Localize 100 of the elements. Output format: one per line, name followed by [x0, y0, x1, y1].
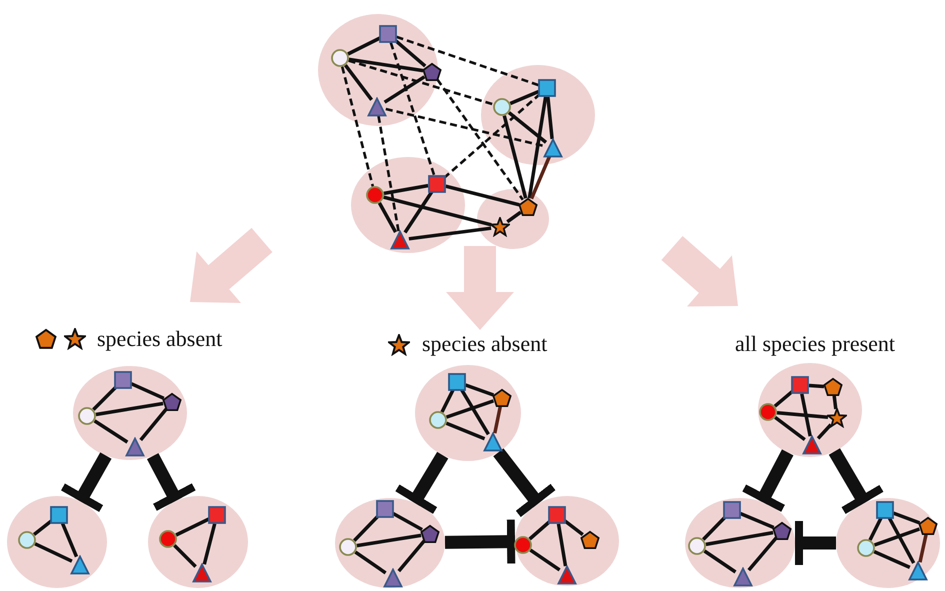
triangle-node — [125, 437, 145, 457]
network-link — [344, 64, 373, 101]
circle-node — [365, 185, 385, 205]
triangle-node — [908, 561, 928, 581]
network-link — [774, 416, 806, 441]
network-link — [546, 96, 554, 140]
square-node — [447, 372, 467, 392]
network-link — [353, 514, 380, 542]
square-node — [875, 500, 895, 520]
triangle-node — [733, 567, 753, 587]
network-link — [173, 544, 197, 568]
network-link — [502, 115, 528, 199]
network-link — [384, 184, 428, 196]
dashed-link — [442, 92, 542, 180]
dashed-link — [386, 108, 544, 148]
circle-node — [687, 536, 707, 556]
circle-node — [158, 529, 178, 549]
square-node — [537, 78, 557, 98]
network-link — [508, 111, 548, 144]
star-node — [490, 217, 510, 237]
network-link — [440, 389, 455, 413]
triangle-node — [192, 563, 212, 583]
network-link — [94, 419, 128, 444]
network-link — [445, 184, 520, 206]
network-link — [446, 422, 486, 440]
panel-heading: species absent — [97, 326, 222, 352]
circle-node — [338, 537, 358, 557]
network-link — [460, 388, 490, 436]
square-node — [375, 499, 395, 519]
network-link — [892, 511, 920, 525]
dashed-link — [390, 42, 436, 176]
network-link — [348, 58, 424, 72]
network-link — [808, 384, 824, 388]
triangle-node — [543, 138, 563, 158]
dashed-link — [348, 59, 494, 106]
circle-node — [856, 538, 876, 558]
square-node — [49, 505, 69, 525]
network-link — [506, 210, 522, 224]
network-link — [704, 550, 736, 574]
network-link — [832, 396, 838, 410]
network-link — [347, 36, 381, 56]
circle-node — [330, 48, 350, 68]
pentagon-node — [162, 392, 182, 412]
network-link — [493, 406, 502, 434]
pentagon-node — [823, 377, 843, 397]
network-link — [918, 534, 928, 563]
pentagon-node — [772, 521, 792, 541]
network-link — [130, 382, 165, 400]
network-link — [816, 423, 832, 440]
network-link — [354, 550, 387, 574]
network-link — [563, 519, 584, 536]
network-link — [556, 524, 568, 566]
triangle-node — [483, 432, 503, 452]
network-link — [392, 512, 423, 532]
network-link — [378, 202, 398, 233]
square-node — [427, 174, 447, 194]
dashed-link — [377, 116, 400, 232]
network-link — [774, 389, 794, 408]
network-link — [60, 522, 78, 558]
network-link — [446, 399, 494, 419]
network-link — [800, 393, 812, 437]
pentagon-node — [518, 197, 538, 217]
dashed-link — [436, 78, 524, 200]
square-node — [378, 24, 398, 44]
network-link — [408, 226, 492, 241]
network-link — [394, 38, 426, 68]
network-link — [747, 536, 778, 572]
circle-node — [492, 97, 512, 117]
triangle-node — [802, 435, 822, 455]
network-link — [175, 517, 210, 537]
circle-node — [428, 410, 448, 430]
dashed-link — [396, 36, 539, 86]
pentagon-node — [918, 516, 938, 536]
pentagon-node — [580, 530, 600, 550]
network-link — [706, 530, 774, 546]
circle-node — [77, 406, 97, 426]
triangle-node — [390, 230, 410, 250]
network-link — [464, 383, 494, 397]
network-link — [33, 519, 53, 536]
network-link — [530, 156, 552, 200]
network-link — [139, 408, 168, 442]
network-link — [384, 75, 426, 104]
network-link — [740, 512, 774, 530]
network-link — [202, 523, 216, 565]
network-link — [383, 196, 492, 226]
panel-heading: all species present — [734, 331, 896, 357]
dashed-link — [340, 66, 374, 187]
pentagon-node — [492, 388, 512, 408]
triangle-node — [383, 568, 403, 588]
square-node — [790, 375, 810, 395]
circle-node — [17, 530, 37, 550]
triangle-node — [557, 565, 577, 585]
square-node — [547, 505, 567, 525]
square-node — [207, 505, 227, 525]
network-link — [702, 515, 727, 541]
network-link — [96, 402, 164, 416]
network-link — [874, 527, 920, 547]
network-link — [888, 517, 916, 564]
network-link — [528, 96, 548, 198]
network-link — [776, 411, 828, 419]
